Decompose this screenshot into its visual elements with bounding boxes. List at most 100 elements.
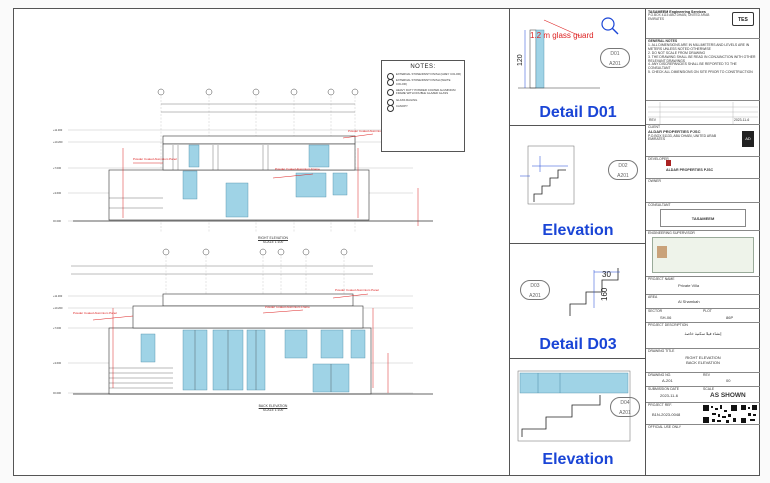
elevations-area: Powder Coated Aluminium Panel Powder Coa…: [13, 8, 510, 476]
project-ref-label: PROJECT REF.: [648, 403, 673, 407]
general-notes-title: GENERAL NOTES: [648, 39, 678, 43]
consultant-section: CONSULTANT TASAMEEM: [646, 202, 760, 230]
revision-date: 2023-11-6: [734, 118, 750, 122]
developer-section: DEVELOPER ALDAR PROPERTIES PJSC: [646, 156, 760, 178]
note-item: CANOPY: [387, 104, 461, 113]
client-label: CLIENT: [648, 125, 661, 129]
svg-text:Powder Coated Aluminium Panel: Powder Coated Aluminium Panel: [348, 129, 392, 133]
drawing-no-label: DRAWING NO.: [648, 373, 672, 377]
developer-logo: [666, 160, 671, 166]
submission-label: SUBMISSION DATE: [648, 387, 680, 391]
general-notes-section: GENERAL NOTES 1. ALL DIMENSIONS ARE IN M…: [646, 38, 760, 100]
drawing-no: A-201: [662, 378, 673, 383]
detail-d02-cell: D02 A201 Elevation: [510, 126, 646, 244]
title-block: TASAMEEM Engineering Services P.O.BOX 41…: [646, 8, 760, 476]
notes-legend: NOTES: EXTERNAL STONE/PAINT FINISH (GREY…: [381, 60, 465, 152]
qr-code: [702, 404, 738, 424]
drawing-no-section: DRAWING NO. REV A-201 00: [646, 372, 760, 386]
submission-date: 2023-11-6: [660, 393, 678, 398]
drawing-title-1: RIGHT ELEVATION: [685, 354, 721, 360]
right-elevation-title: RIGHT ELEVATION: [258, 236, 288, 240]
scale-label: SCALE: [703, 387, 715, 391]
tag-id: D01: [610, 51, 620, 57]
drawing-title-label: DRAWING TITLE: [648, 349, 675, 353]
project-name: Private Villa: [678, 282, 700, 288]
svg-text:Powder Coated Aluminium Panel: Powder Coated Aluminium Panel: [335, 288, 379, 292]
supervisor-section: ENGINEERING SUPERVISOR: [646, 230, 760, 276]
elevation-title-1: Elevation: [542, 222, 614, 239]
sector-plot-section: SECTOR PLOT SH-06 86P: [646, 308, 760, 322]
svg-text:Powder Coated Aluminium Frame: Powder Coated Aluminium Frame: [265, 305, 310, 309]
svg-text:+11.300: +11.300: [53, 128, 63, 132]
project-ref: B1N-2023-0048: [652, 411, 681, 417]
detail-d04-cell: D04 A201 Elevation: [510, 359, 646, 476]
tag-id: D02: [618, 163, 628, 169]
dim-120: 120: [517, 54, 524, 66]
detail-d03-title: Detail D03: [539, 336, 617, 353]
supervisor-license-card: [652, 237, 754, 273]
drawing-title-section: DRAWING TITLE RIGHT ELEVATION BACK ELEVA…: [646, 348, 760, 372]
description-section: PROJECT DESCRIPTION إنشاء فيلا سكنية خاص…: [646, 322, 760, 348]
project-name-label: PROJECT NAME: [648, 277, 675, 281]
svg-text:+3.600: +3.600: [53, 191, 62, 195]
detail-d03-cell: 30 160 D03 A201 Detail D03: [510, 244, 646, 359]
client-logo: AD: [742, 131, 754, 147]
svg-text:Powder Coated Aluminium Panel: Powder Coated Aluminium Panel: [73, 311, 117, 315]
tag-sheet: A201: [619, 410, 631, 416]
detail-d03-drawing: 30 160: [569, 268, 620, 316]
avatar: [657, 246, 667, 258]
svg-text:+11.300: +11.300: [53, 294, 63, 298]
detail-tag-d03: D03 A201: [520, 280, 550, 300]
consultant-stamp: TASAMEEM: [660, 209, 746, 227]
submission-scale-section: SUBMISSION DATE SCALE 2023-11-6 AS SHOWN: [646, 386, 760, 402]
description-label: PROJECT DESCRIPTION: [648, 323, 688, 327]
svg-text:+7.000: +7.000: [53, 326, 62, 330]
note-item: GLASS RAILING: [387, 98, 461, 107]
detail-tag-d04: D04 A201: [610, 397, 640, 417]
revision-label: REV: [703, 373, 710, 377]
area-value: Al Shamkah: [678, 298, 700, 304]
client-section: CLIENT ALDAR PROPERTIES PJSC P.O.BOX 511…: [646, 124, 760, 156]
consultant-label: CONSULTANT: [648, 203, 671, 207]
revision-grid: [648, 102, 758, 124]
back-elevation-title: BACK ELEVATION: [258, 404, 288, 408]
tag-sheet: A201: [529, 293, 541, 299]
general-note: 5. CHECK ALL DIMENSIONS ON SITE PRIOR TO…: [648, 70, 753, 75]
owner-label: OWNER: [648, 179, 661, 183]
general-note: 2. DO NOT SCALE FROM DRAWING: [648, 50, 706, 55]
project-ref-section: PROJECT REF. B1N-2023-0048: [646, 402, 760, 424]
revision-header: REV: [649, 118, 656, 122]
qr-code-2: [741, 405, 757, 423]
plot-value: 86P: [726, 315, 734, 320]
back-elevation-label: BACK ELEVATION SCALE 1:100: [233, 404, 313, 412]
note-item: EXTERNAL STONE/PAINT FINISH (GREY COLOR): [387, 72, 461, 81]
right-elevation-scale: SCALE 1:100: [262, 240, 284, 244]
sector-value: SH-06: [660, 315, 672, 320]
project-name-section: PROJECT NAME Private Villa: [646, 276, 760, 294]
elevation-drawings: Powder Coated Aluminium Panel Powder Coa…: [53, 88, 433, 395]
consultant-address: P.O.BOX 4115 ABU DHABI, UNITED ARAB EMIR…: [648, 13, 710, 21]
general-note: 1. ALL DIMENSIONS ARE IN MILLIMETERS AND…: [648, 42, 750, 51]
general-note: 3. THE DRAWING SHALL BE READ IN CONJUNCT…: [648, 54, 756, 63]
drawing-title-2: BACK ELEVATION: [686, 359, 720, 365]
right-elevation-label: RIGHT ELEVATION SCALE 1:100: [233, 236, 313, 244]
general-note: 4. ANY DISCREPANCIES SHALL BE REPORTED T…: [648, 62, 737, 71]
dim-30: 30: [602, 270, 611, 279]
svg-text:+10.200: +10.200: [53, 306, 63, 310]
detail-d02-drawing: [520, 145, 575, 205]
consultant-logo: TES: [732, 12, 754, 26]
tag-id: D03: [530, 283, 540, 289]
tag-sheet: A201: [617, 173, 629, 179]
consultant-name: TASAMEEM Engineering Services: [648, 10, 706, 14]
tag-id: D04: [620, 400, 630, 406]
scale-value: AS SHOWN: [710, 392, 746, 399]
description-value: إنشاء فيلا سكنية خاصة: [684, 330, 722, 336]
detail-tag-d01: D01 A201: [600, 48, 630, 68]
note-item: EXTERNAL STONE/PAINT FINISH (WHITE COLOR…: [387, 79, 461, 87]
svg-text:Powder Coated Aluminium Frame: Powder Coated Aluminium Frame: [275, 167, 320, 171]
svg-text:Powder Coated Aluminium Panel: Powder Coated Aluminium Panel: [133, 157, 177, 161]
sector-label: SECTOR: [648, 309, 663, 313]
svg-text:+10.200: +10.200: [53, 140, 63, 144]
client-name: ALDAR PROPERTIES PJSC: [648, 128, 701, 134]
official-use-section: OFFICIAL USE ONLY: [646, 424, 760, 476]
